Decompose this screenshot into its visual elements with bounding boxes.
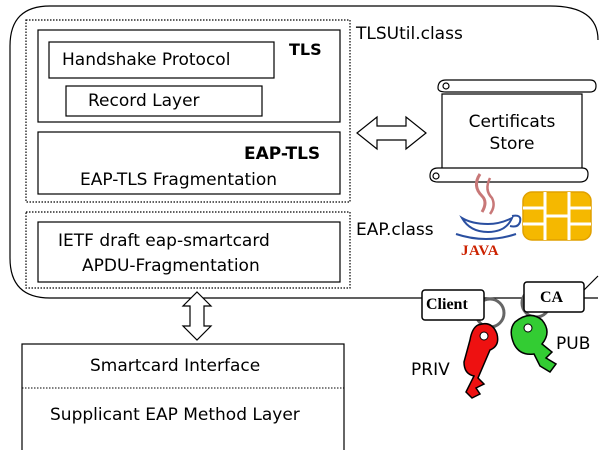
tls-title: TLS: [289, 40, 322, 59]
eap-smartcard-line2: APDU-Fragmentation: [82, 256, 260, 276]
java-cup: [459, 215, 514, 234]
eap-tls-fragmentation-label: EAP-TLS Fragmentation: [80, 170, 278, 190]
client-tag-label: Client: [426, 296, 468, 313]
client-tag: [421, 289, 485, 321]
eap-class-label: EAP.class: [356, 220, 434, 240]
java-steam: [475, 173, 487, 213]
certificate-store-scroll: [429, 79, 597, 183]
supplicant-method-layer-label: Supplicant EAP Method Layer: [50, 405, 300, 425]
eap-tls-box: [37, 131, 341, 195]
supplicant-box: [21, 343, 345, 450]
tlsutil-class-label: TLSUtil.class: [356, 24, 463, 44]
private-key-icon: [463, 322, 499, 399]
record-layer-label: Record Layer: [88, 91, 200, 111]
eap-smartcard-line1: IETF draft eap-smartcard: [58, 231, 270, 251]
java-logo: [455, 173, 522, 240]
smartcard-interface-label: Smartcard Interface: [90, 356, 261, 376]
handshake-protocol-box: [48, 41, 275, 79]
eap-dotted-box: [25, 211, 351, 289]
horizontal-double-arrow: [356, 115, 427, 151]
outer-container: [9, 5, 599, 299]
vertical-double-arrow: [181, 291, 213, 341]
pub-label: PUB: [556, 334, 591, 354]
eap-tls-title: EAP-TLS: [244, 144, 321, 164]
record-layer-box: [65, 85, 263, 117]
priv-label: PRIV: [411, 360, 450, 380]
certificate-store-line2: Store: [489, 134, 535, 154]
java-saucer: [455, 233, 517, 240]
ca-tag-label: CA: [540, 289, 564, 306]
certificate-store-line1: Certificats: [468, 112, 556, 132]
ca-tag: [523, 275, 599, 313]
public-key-icon: [510, 314, 558, 373]
tlsutil-dotted-box: [25, 19, 351, 203]
smartcard-chip-icon: [522, 191, 592, 241]
handshake-protocol-label: Handshake Protocol: [62, 50, 231, 70]
eap-smartcard-box: [37, 221, 341, 283]
java-logo-text: JAVA: [461, 243, 500, 259]
java-cup-handle: [509, 214, 522, 228]
java-steam: [486, 177, 495, 215]
